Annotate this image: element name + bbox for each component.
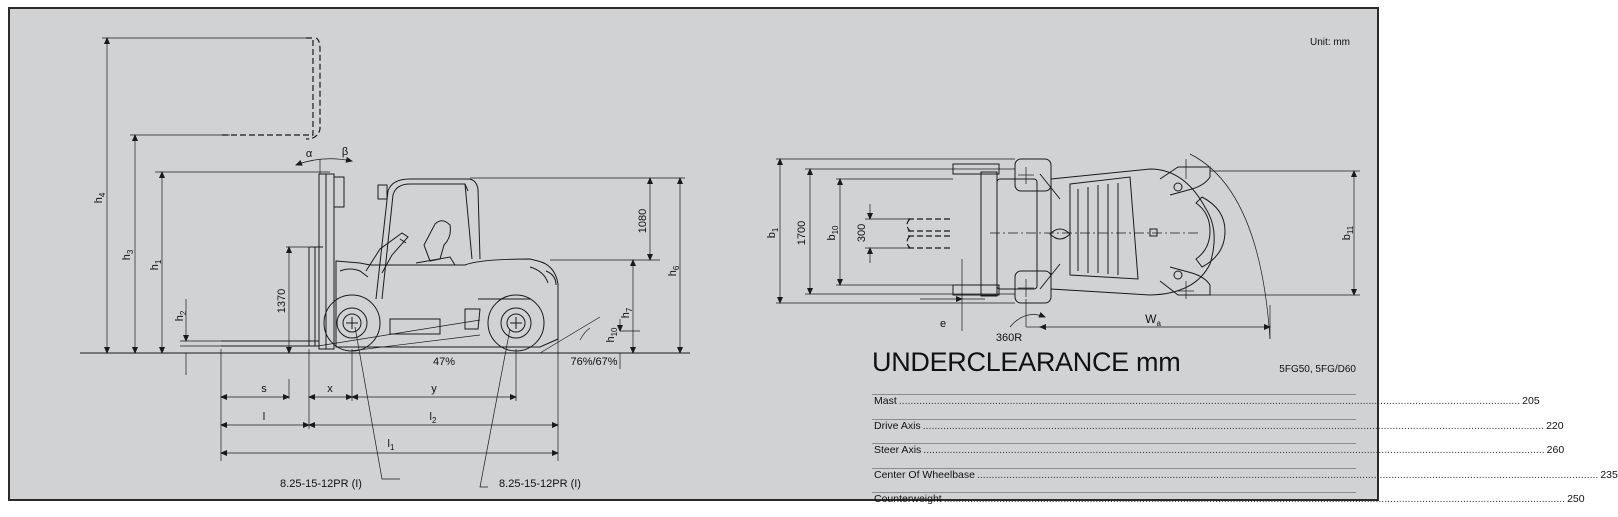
- table-row: Drive Axis .............................…: [872, 418, 1564, 444]
- label-alpha: α: [306, 148, 313, 160]
- label-wa: Wa: [1145, 312, 1161, 328]
- fork-short-outline: [908, 218, 951, 249]
- underclearance-table: UNDERCLEARANCE mm 5FG50, 5FG/D60 Mast ..…: [872, 347, 1618, 505]
- label-e: e: [940, 318, 946, 330]
- unit-label: Unit: mm: [1310, 37, 1350, 48]
- label-h7: h7: [620, 307, 634, 318]
- label-h1: h1: [149, 259, 163, 270]
- angle-front: 47%: [433, 356, 455, 368]
- label-h4: h4: [93, 192, 107, 203]
- dim-1080: 1080: [637, 209, 649, 233]
- top-view: b1 1700 b10 300 b11 e 360R Wa: [766, 153, 1360, 344]
- label-l2: l2: [430, 411, 437, 425]
- angle-rear: 76%/67%: [570, 356, 617, 368]
- dimension-drawing: h4 h3 h1 h2 1370 1080 h6 h7 h10 α β 47% …: [80, 37, 1360, 490]
- row-value: 220: [1546, 419, 1564, 432]
- label-h2: h2: [174, 310, 188, 321]
- table-row: Mast ...................................…: [872, 394, 1540, 419]
- label-h6: h6: [667, 265, 681, 276]
- label-h3: h3: [121, 249, 135, 260]
- row-label: Steer Axis: [874, 444, 922, 456]
- row-value: 260: [1546, 444, 1565, 456]
- table-row: Center Of Wheelbase ....................…: [872, 467, 1618, 493]
- label-s: s: [261, 383, 267, 395]
- spec-sheet: h4 h3 h1 h2 1370 1080 h6 h7 h10 α β 47% …: [8, 7, 1618, 505]
- row-value: 205: [1522, 395, 1540, 407]
- tire-front-label: 8.25-15-12PR (I): [280, 478, 362, 490]
- truck-body: [335, 178, 559, 348]
- turn-radius: 360R: [996, 332, 1022, 344]
- dim-1700: 1700: [796, 221, 808, 245]
- dim-1370: 1370: [276, 289, 288, 313]
- label-b11: b11: [1341, 225, 1355, 240]
- label-x: x: [327, 383, 333, 395]
- label-b10: b10: [826, 225, 840, 241]
- top-truck-outline: [980, 158, 1226, 304]
- row-label: Center Of Wheelbase: [874, 468, 975, 481]
- underclearance-rows: Mast ...................................…: [872, 394, 1618, 517]
- row-label: Counterweight: [874, 493, 942, 505]
- label-b1: b1: [766, 227, 780, 238]
- row-value: 235: [1600, 468, 1618, 481]
- label-y: y: [431, 383, 437, 395]
- underclearance-model: 5FG50, 5FG/D60: [1279, 364, 1356, 375]
- rear-wheel: [487, 294, 545, 352]
- label-l1: l1: [388, 438, 395, 452]
- lowered-fork: [221, 247, 319, 347]
- raised-fork-outline: [221, 37, 321, 140]
- dim-300: 300: [856, 224, 868, 242]
- front-wheel: [323, 294, 381, 352]
- row-value: 250: [1567, 493, 1585, 505]
- tire-rear-label: 8.25-15-12PR (I): [499, 478, 581, 490]
- side-view: h4 h3 h1 h2 1370 1080 h6 h7 h10 α β 47% …: [80, 37, 690, 490]
- row-label: Mast: [874, 395, 897, 407]
- table-row: Steer Axis .............................…: [872, 443, 1564, 468]
- table-row: Counterweight ..........................…: [872, 492, 1585, 517]
- label-h10: h10: [605, 327, 619, 343]
- underclearance-title: UNDERCLEARANCE mm: [872, 347, 1181, 377]
- label-beta: β: [342, 146, 348, 158]
- label-l: l: [263, 411, 265, 423]
- mast: [310, 173, 345, 350]
- row-label: Drive Axis: [874, 419, 921, 432]
